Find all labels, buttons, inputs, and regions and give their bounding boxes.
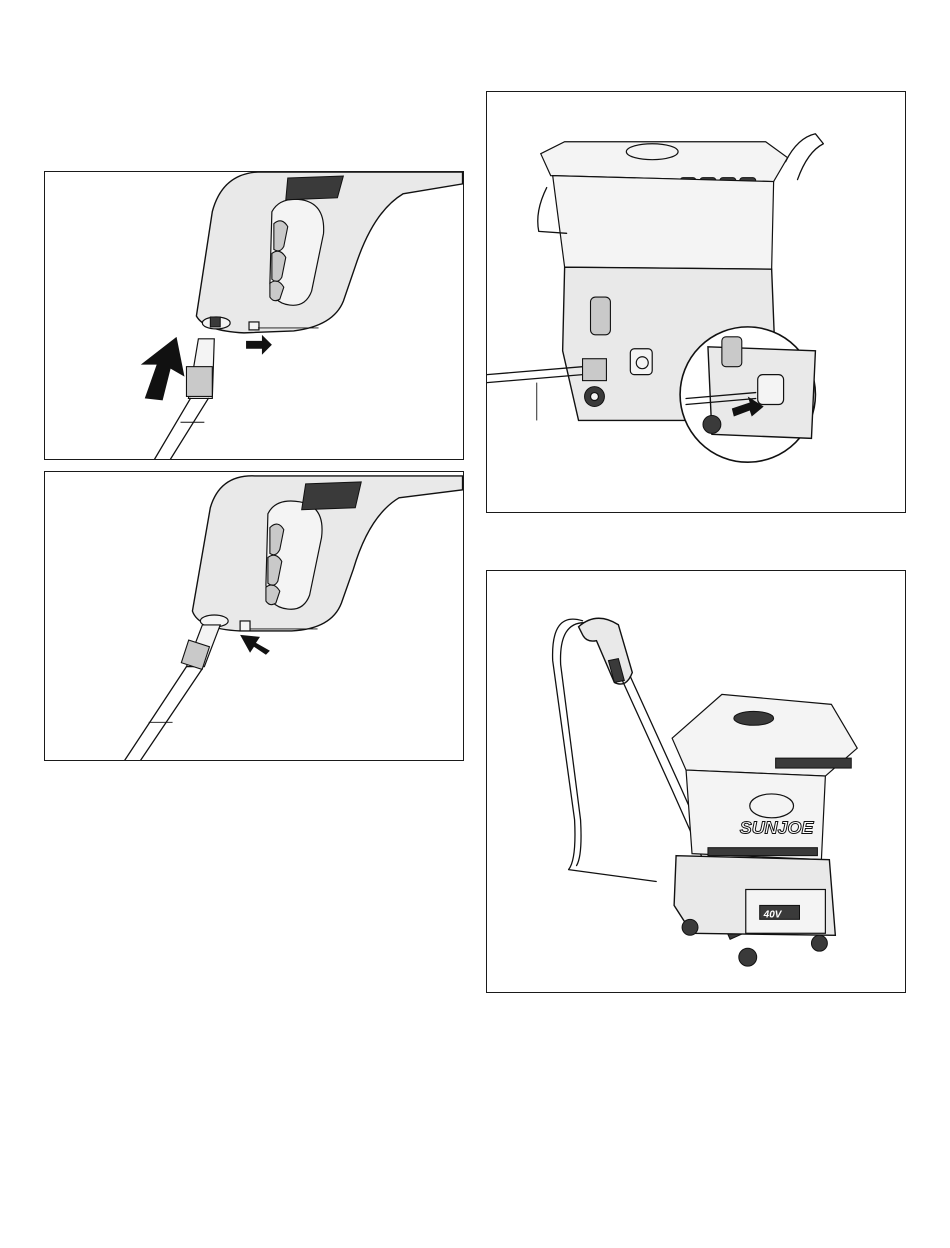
washer-outlet-illustration bbox=[487, 92, 905, 512]
bucket-body bbox=[553, 176, 774, 270]
assembled-washer-illustration: SUNJOE 40V bbox=[487, 571, 905, 992]
wheel-left-front bbox=[682, 919, 698, 935]
gun-warning-label bbox=[286, 176, 344, 200]
push-arrow-right bbox=[246, 335, 272, 355]
wand-clip bbox=[786, 134, 824, 180]
bucket-body bbox=[686, 770, 825, 860]
zoom-wheel bbox=[703, 415, 721, 433]
bucket-ridge bbox=[708, 848, 817, 856]
side-clip bbox=[591, 297, 611, 335]
hose-coupler-grip bbox=[186, 367, 212, 397]
lid-handle bbox=[734, 711, 774, 725]
zoom-side-clip bbox=[722, 337, 742, 367]
logo-oval bbox=[750, 794, 794, 818]
figure-trigger-gun-connect bbox=[44, 171, 464, 460]
hose-line bbox=[125, 667, 202, 760]
gun-quick-connect-socket bbox=[210, 317, 220, 327]
lid-handle bbox=[626, 144, 678, 160]
nozzle-rack bbox=[776, 758, 852, 768]
wheel-right bbox=[811, 935, 827, 951]
hose-line bbox=[155, 398, 209, 459]
insert-arrow-up bbox=[141, 337, 185, 401]
figure-hose-to-washer-outlet bbox=[486, 91, 906, 513]
trigger-gun-insert-illustration bbox=[45, 172, 463, 459]
inlet-fitting bbox=[636, 357, 648, 369]
release-collar bbox=[240, 621, 250, 631]
lock-arrow-in bbox=[240, 635, 270, 655]
trigger-gun-locked-illustration bbox=[45, 472, 463, 760]
figure-assembled-washer: SUNJOE 40V bbox=[486, 570, 906, 993]
zoom-outlet bbox=[758, 375, 784, 405]
outlet-coupler bbox=[583, 359, 607, 381]
release-collar bbox=[249, 322, 259, 330]
brand-logo: SUNJOE bbox=[740, 818, 815, 838]
wheel-left-rear bbox=[739, 948, 757, 966]
figure-trigger-gun-locked bbox=[44, 471, 464, 761]
battery-badge: 40V bbox=[763, 909, 783, 920]
trigger-gun bbox=[579, 618, 633, 684]
gun-warning-label bbox=[302, 482, 362, 510]
